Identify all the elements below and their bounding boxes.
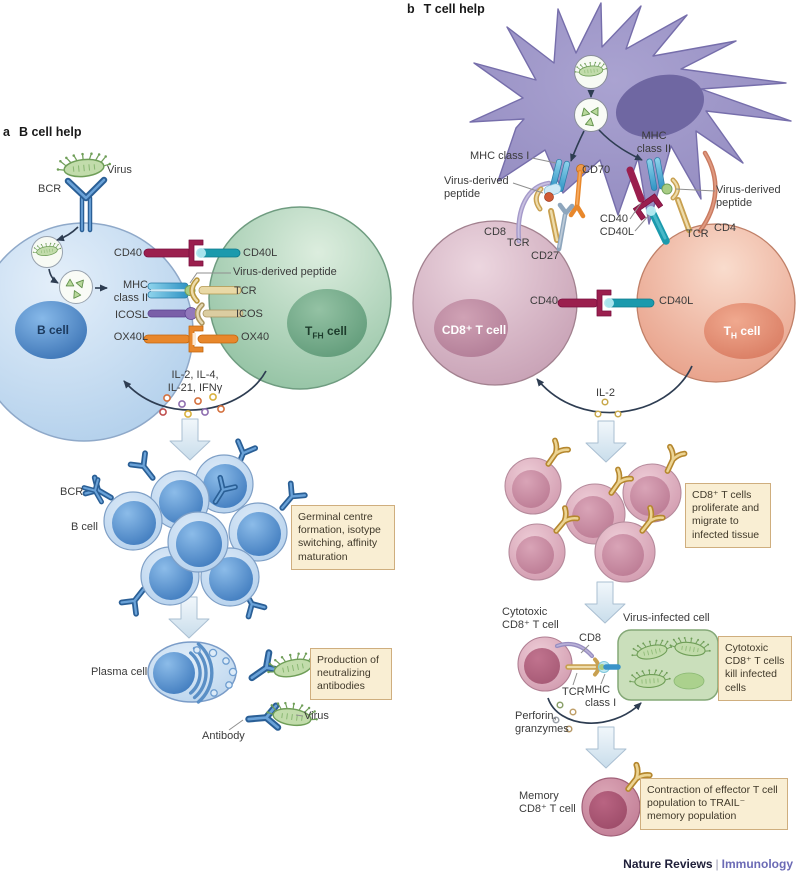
bcr-receptor <box>64 176 108 233</box>
virus-derived-peptide-label-a: Virus-derived peptide <box>233 266 337 278</box>
production-box: Production of neutralizing antibodies <box>310 648 392 700</box>
b-cell-processing-arrows <box>48 226 108 292</box>
il2-label: IL-2 <box>596 387 615 399</box>
b-cell-vesicles <box>31 236 93 304</box>
journal-footer: Nature Reviews|Immunology <box>563 857 793 871</box>
perforin-label: Perforin,granzymes <box>515 710 569 735</box>
cd40-upper-label: CD40 <box>599 213 628 225</box>
th-cell-graphic <box>636 223 796 383</box>
virus-infected-cell-label: Virus-infected cell <box>623 612 710 624</box>
ox40-label: OX40 <box>241 331 270 343</box>
perforin-granzymes <box>547 697 642 733</box>
footer-separator: | <box>715 857 719 871</box>
proliferating-cells <box>504 440 685 583</box>
cd40l-mid-label: CD40L <box>659 295 694 307</box>
flow-arrow-b2 <box>584 581 626 624</box>
cd40-cd40l-pair-a <box>143 239 241 267</box>
plasma-cell-label: Plasma cell <box>91 666 148 678</box>
cd40-cd40l-pair-b <box>557 289 655 317</box>
cd4-label: CD4 <box>714 222 737 234</box>
virus-top-label: Virus <box>107 164 132 176</box>
plasma-cell-graphic <box>147 641 238 704</box>
gc-b-cell-label: B cell <box>71 521 98 533</box>
virus-infected-cell-graphic <box>617 629 719 701</box>
proliferate-box: CD8⁺ T cells proliferate and migrate to … <box>685 483 771 548</box>
tcr-right-label-b: TCR <box>686 228 709 240</box>
tfh-cell-name: TFH cell <box>304 324 348 341</box>
icosl-label: ICOSL <box>114 309 148 321</box>
virus-particle-top <box>54 149 113 180</box>
icosl-icos-pair-a <box>147 302 244 326</box>
panel-b-title: b T cell help <box>407 2 485 16</box>
journal-name: Nature Reviews <box>623 857 713 871</box>
flow-arrow-b3 <box>585 726 627 769</box>
panel-b-tag: b <box>407 2 415 16</box>
cd40-label-a: CD40 <box>113 247 142 259</box>
gc-bcr-label: BCR <box>60 486 84 498</box>
cd8-small-label: CD8 <box>579 632 602 644</box>
flow-arrow-a1 <box>169 418 211 461</box>
b-cell-name: B cell <box>36 323 69 337</box>
flow-arrow-b1 <box>585 420 627 463</box>
cd8-t-cell-name: CD8⁺ T cell <box>441 323 507 337</box>
ox40l-label: OX40L <box>113 331 148 343</box>
tcr-bottom-label: TCR <box>562 686 585 698</box>
cytokine-arrow-a <box>123 370 267 418</box>
mhc-class-i-label-b: MHC class I <box>470 150 530 162</box>
il2-arrow <box>536 365 693 418</box>
virus-bottom-label: Virus <box>304 710 329 722</box>
dendritic-cell-graphic <box>469 2 792 225</box>
cytotoxic-cell-graphic <box>517 636 621 692</box>
panel-a-title: a B cell help <box>3 125 81 139</box>
antibody-label: Antibody <box>202 730 245 742</box>
pointer-lines <box>189 157 716 731</box>
cytokines-label: IL-2, IL-4,IL-21, IFNγ <box>167 369 223 394</box>
panel-a-title-text: B cell help <box>18 125 82 139</box>
cd40l-label-a: CD40L <box>243 247 278 259</box>
bcr-label: BCR <box>38 183 62 195</box>
mhcii-tcr-pair-a <box>147 277 242 304</box>
memory-cell-graphic <box>581 765 650 837</box>
panel-b-title-text: T cell help <box>423 2 485 16</box>
cd8-label-b: CD8 <box>484 226 507 238</box>
th-cell-name: TH cell <box>723 324 761 341</box>
cd8-t-cell-graphic <box>412 220 578 386</box>
journal-field: Immunology <box>721 857 793 871</box>
panel-a-tag: a <box>3 125 10 139</box>
germinal-centre-box: Germinal centre formation, isotype switc… <box>291 505 395 570</box>
kill-box: Cytotoxic CD8⁺ T cells kill infected cel… <box>718 636 792 701</box>
germinal-centre-cluster <box>84 441 305 616</box>
cd70-label: CD70 <box>582 164 611 176</box>
tcr-left-label-b: TCR <box>507 237 530 249</box>
cd27-label: CD27 <box>531 250 560 262</box>
dc-cd8-synapse <box>516 159 586 252</box>
ox40l-ox40-pair-a <box>143 325 239 353</box>
cd40l-upper-label: CD40L <box>599 226 634 238</box>
tcr-label-a: TCR <box>234 285 257 297</box>
cd40-mid-label: CD40 <box>529 295 558 307</box>
icos-label: ICOS <box>236 308 263 320</box>
contraction-box: Contraction of effector T cell populatio… <box>640 778 788 830</box>
tfh-cell-graphic <box>208 206 392 390</box>
